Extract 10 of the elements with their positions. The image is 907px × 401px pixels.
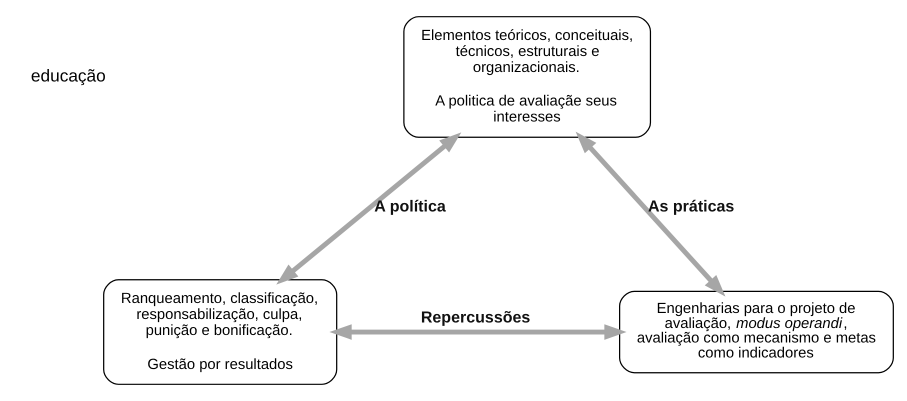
node-box: Engenharias para o projeto de avaliação, modus operandi, avaliação como mecanismo e metas como indicadores (619, 290, 894, 374)
edge-label: A política (374, 197, 446, 216)
edge-label: Repercussões (420, 308, 530, 327)
node-box: Ranqueamento, classificação, responsabilização, culpa, punição e bonificação. Gestão por resultados (103, 279, 338, 385)
arrow (576, 132, 726, 297)
arrow (329, 324, 627, 340)
label: educação (30, 66, 106, 86)
arrow (276, 132, 462, 285)
edge-label: As práticas (648, 197, 734, 216)
node-box: Elementos teóricos, conceituais, técnicos, estruturais e organizacionais. A politica de avaliaçãe seus interesses (403, 16, 652, 138)
